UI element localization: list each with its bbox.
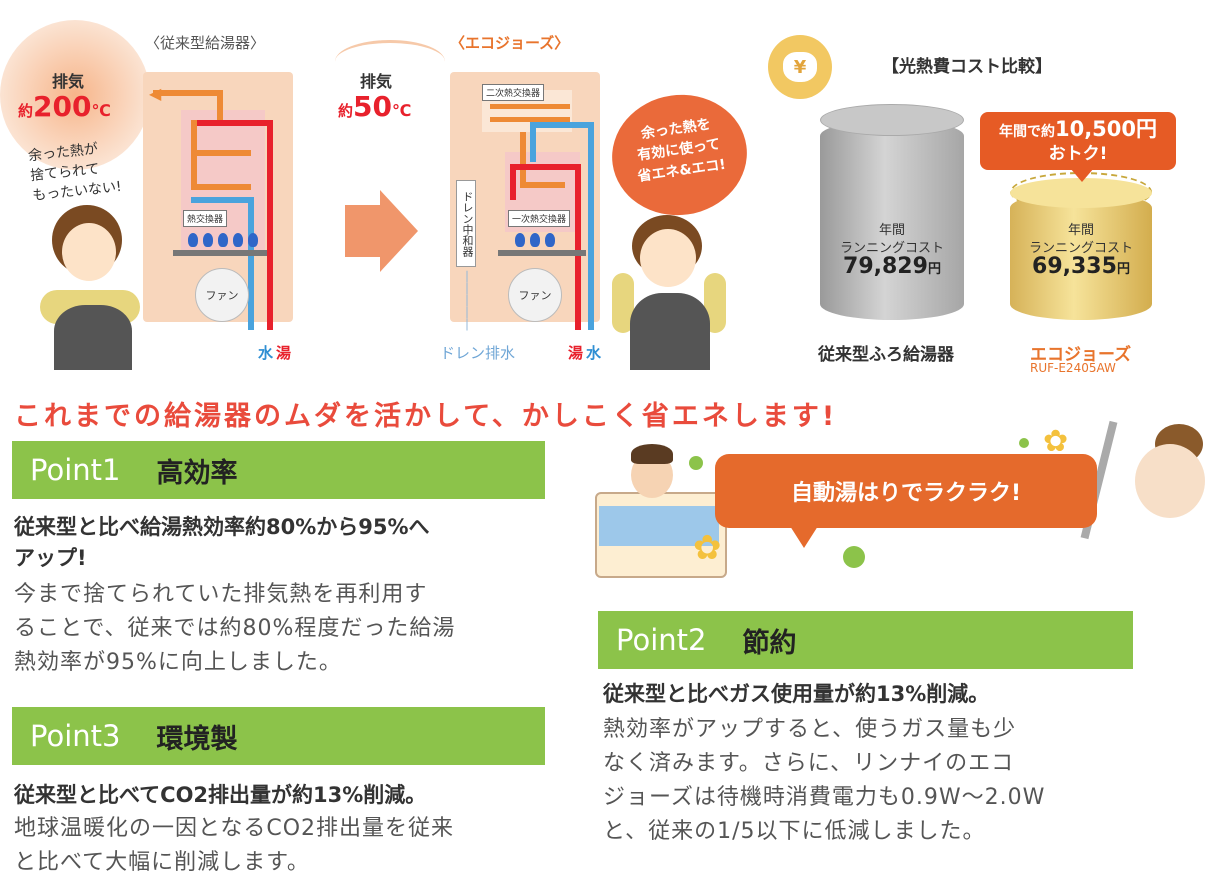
eco-cost-text: 年間 ランニングコスト 69,335円 [1028, 223, 1133, 279]
point2-body: 熱効率がアップすると、使うガス量も少 なく済みます。さらに、リンナイのエコ ジョ… [603, 717, 1046, 844]
right-thought-bubble: 余った熱を 有効に使って 省エネ&エコ! [604, 86, 755, 224]
eco-cost-cylinder [1010, 192, 1152, 320]
eco-name: エコジョーズ [1030, 345, 1132, 365]
auto-bath-text: 自動湯はりでラクラク! [790, 481, 1022, 506]
headline: これまでの給湯器のムダを活かして、かしこく省エネします! [14, 401, 838, 432]
point2-title: 節約 [742, 627, 797, 659]
bath-illustration: ✿ ✿ [575, 420, 1225, 590]
exhaust-waves [335, 40, 445, 83]
point2-number: Point2 [616, 623, 707, 657]
coin-purse-icon: ¥ [768, 35, 832, 99]
eco-fan-icon: ファン [508, 268, 562, 322]
conventional-cost-cylinder [820, 120, 964, 320]
drain-label: ドレン排水 [440, 344, 516, 362]
conventional-cost-text: 年間 ランニングコスト 79,829円 [839, 223, 944, 279]
point3-lead: 従来型と比べてCO2排出量が約13%削減。 [14, 783, 427, 807]
left-thought: 余った熱が 捨てられて もったいない! [27, 141, 123, 205]
right-woman-illustration [612, 215, 732, 370]
point1-title: 高効率 [156, 457, 238, 489]
eco-model: RUF-E2405AW [1030, 361, 1116, 375]
left-exhaust-label: 排気 [52, 72, 85, 91]
conventional-caption: 〈従来型給湯器〉 [145, 34, 266, 52]
point3-bar: Point3 環境製 [12, 707, 545, 765]
mid-exhaust-label: 排気 [360, 72, 393, 91]
left-water-label: 水 [258, 344, 274, 362]
eco-caption: 〈エコジョーズ〉 [450, 34, 570, 52]
point1-bar: Point1 高効率 [12, 441, 545, 499]
left-woman-illustration [40, 205, 150, 370]
conventional-heater: ◀ 熱交換器 ファン [143, 72, 293, 330]
right-hot-label: 湯 [568, 344, 584, 362]
point3-title: 環境製 [156, 723, 238, 755]
point2-lead: 従来型と比べガス使用量が約13%削減。 [603, 682, 990, 706]
auto-bath-bubble: 自動湯はりでラクラク! [715, 454, 1097, 528]
savings-badge: 年間で約10,500円 おトク! [980, 112, 1176, 170]
point1-lead: 従来型と比べ給湯熱効率約80%から95%へ アップ! [14, 515, 430, 570]
cost-title: 【光熱費コスト比較】 [882, 57, 1052, 77]
left-exhaust-temp: 約200℃ [18, 90, 111, 123]
drain-neutralizer: ドレン中和器 [456, 180, 476, 267]
primary-exchanger-label: 一次熱交換器 [508, 210, 571, 227]
point1-body: 今まで捨てられていた排気熱を再利用す ることで、従来では約80%程度だった給湯 … [14, 582, 456, 675]
mid-exhaust-temp: 約50℃ [338, 90, 412, 123]
point1-number: Point1 [30, 453, 121, 487]
right-water-label: 水 [586, 344, 602, 362]
point3-number: Point3 [30, 719, 121, 753]
point3-body: 地球温暖化の一因となるCO2排出量を従来 と比べて大幅に削減します。 [14, 816, 455, 875]
exhaust-cloud [0, 20, 150, 170]
eco-heater: 二次熱交換器 一次熱交換器 ドレン中和器 ファン ∣∣∣∣∣ [450, 72, 600, 330]
secondary-exchanger-label: 二次熱交換器 [482, 84, 545, 101]
fan-icon: ファン [195, 268, 249, 322]
conventional-name: 従来型ふろ給湯器 [818, 345, 954, 365]
left-hot-label: 湯 [276, 344, 292, 362]
heat-exchanger-label: 熱交換器 [183, 210, 228, 227]
point2-bar: Point2 節約 [598, 611, 1133, 669]
arrow-right-icon [345, 205, 380, 257]
